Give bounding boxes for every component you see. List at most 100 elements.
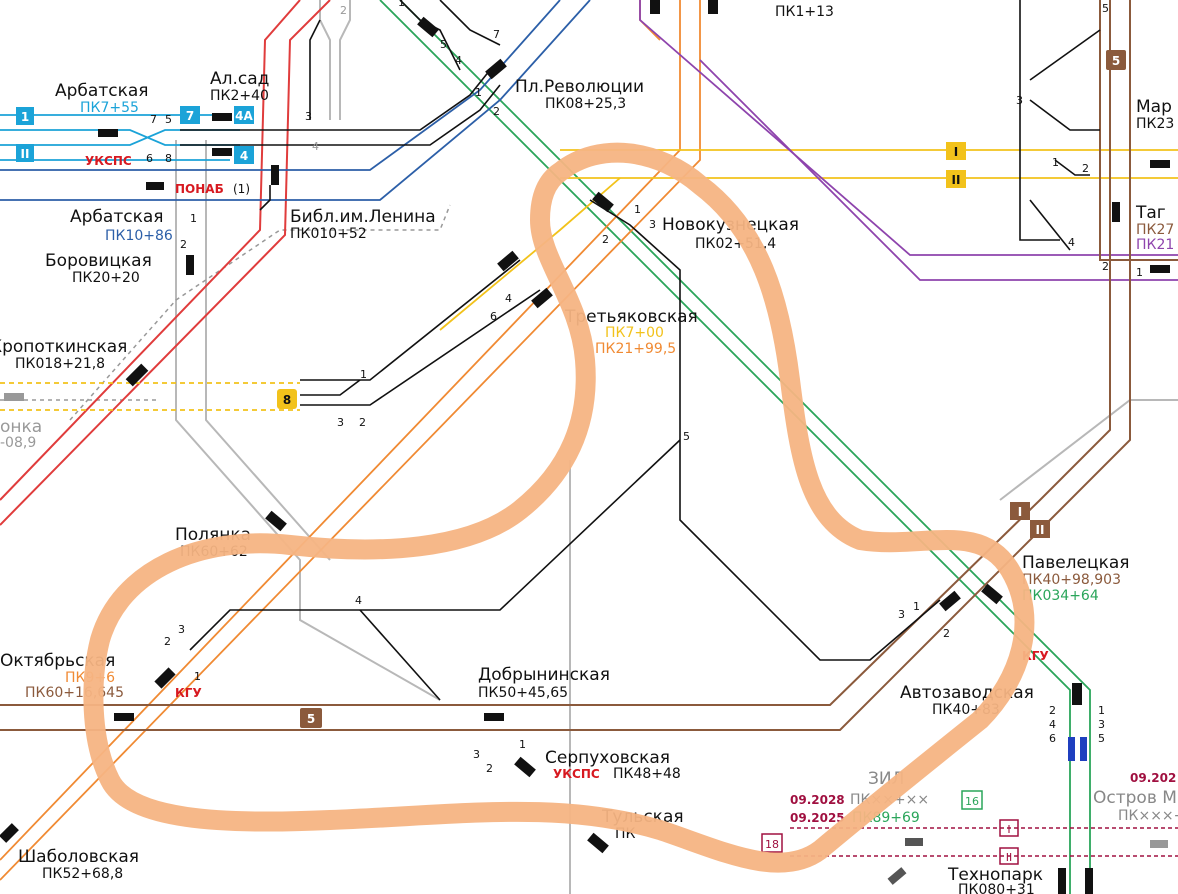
svg-text:1: 1 bbox=[1052, 156, 1059, 169]
platform-mar bbox=[1150, 160, 1170, 168]
svg-text:2: 2 bbox=[340, 4, 347, 17]
station-mar: Мар bbox=[1136, 97, 1172, 117]
date-right: 09.202 bbox=[1130, 771, 1176, 785]
svg-text:3: 3 bbox=[337, 416, 344, 429]
pk-left-partial: -08,9 bbox=[0, 435, 36, 451]
svg-text:3: 3 bbox=[305, 110, 312, 123]
station-kropotkinskaya: Кропоткинская bbox=[0, 337, 127, 357]
line-3-blue-tracks bbox=[0, 0, 591, 201]
pk-mar: ПК23 bbox=[1136, 116, 1174, 132]
platform-dobryninskaya bbox=[484, 713, 504, 721]
svg-text:4: 4 bbox=[355, 594, 362, 607]
badge-line-5-top: 5 bbox=[1106, 50, 1126, 70]
platform-oktyabrskaya-ring bbox=[114, 713, 134, 721]
station-tag: Таг bbox=[1135, 203, 1166, 223]
platform-avtozavodskaya bbox=[1072, 683, 1082, 705]
pk-borovitskaya: ПК20+20 bbox=[72, 270, 140, 286]
svg-text:II: II bbox=[21, 147, 30, 161]
svg-text:5: 5 bbox=[683, 430, 690, 443]
station-borovitskaya: Боровицкая bbox=[45, 251, 152, 271]
date-2028: 09.2028 bbox=[790, 793, 845, 807]
pk-al-sad: ПК2+40 bbox=[210, 88, 269, 104]
station-arbatskaya-top: Арбатская bbox=[55, 81, 148, 101]
station-serpukhovskaya: Серпуховская bbox=[545, 748, 670, 768]
platform-shabolovskaya bbox=[0, 823, 19, 843]
pk-arbatskaya-low: ПК10+86 bbox=[105, 228, 173, 244]
svg-text:8: 8 bbox=[165, 152, 172, 165]
platform-paveletskaya-1 bbox=[939, 590, 961, 612]
badge-line-4a: 4А bbox=[234, 106, 254, 124]
platform-bibl bbox=[271, 165, 279, 185]
pk-tag-1: ПК27 bbox=[1136, 222, 1174, 238]
badge-line-1-yellow: I bbox=[946, 142, 966, 160]
pk-tag-2: ПК21 bbox=[1136, 237, 1174, 253]
svg-text:5: 5 bbox=[165, 113, 172, 126]
pk-serpukhovskaya: ПК48+48 bbox=[613, 766, 681, 782]
svg-text:3: 3 bbox=[1016, 94, 1023, 107]
svg-text:3: 3 bbox=[1098, 718, 1105, 731]
svg-text:1: 1 bbox=[194, 670, 201, 683]
svg-text:I: I bbox=[1007, 823, 1010, 836]
station-dobryninskaya: Добрынинская bbox=[478, 665, 610, 685]
badge-line-16: 16 bbox=[961, 790, 983, 810]
svg-text:2: 2 bbox=[486, 762, 493, 775]
pk-paveletskaya-1: ПК40+98,903 bbox=[1022, 572, 1121, 588]
station-tretyakovskaya: Третьяковская bbox=[564, 307, 698, 327]
svg-text:1: 1 bbox=[360, 368, 367, 381]
platform-kropotkinskaya bbox=[125, 363, 149, 387]
station-al-sad: Ал.сад bbox=[210, 69, 269, 89]
svg-text:5: 5 bbox=[1098, 732, 1105, 745]
svg-text:8: 8 bbox=[283, 393, 291, 407]
platform-ostrov bbox=[1150, 840, 1168, 848]
platform-tretyakovskaya-2 bbox=[531, 287, 553, 309]
station-paveletskaya: Павелецкая bbox=[1022, 553, 1130, 573]
svg-text:7: 7 bbox=[186, 109, 194, 123]
pk-kropotkinskaya: ПК018+21,8 bbox=[15, 356, 105, 372]
platform-top-b bbox=[708, 0, 718, 14]
pk-tretyakovskaya-2: ПК21+99,5 bbox=[595, 341, 676, 357]
svg-text:II: II bbox=[1036, 523, 1045, 537]
line-2-green-tracks bbox=[379, 0, 1091, 894]
line-8-yellow-tracks bbox=[0, 382, 300, 411]
svg-text:6: 6 bbox=[1049, 732, 1056, 745]
label-kgu-oktyabrskaya: КГУ bbox=[175, 686, 202, 700]
svg-text:I: I bbox=[954, 145, 958, 159]
pk-tretyakovskaya-1: ПК7+00 bbox=[605, 325, 664, 341]
svg-text:5: 5 bbox=[440, 38, 447, 51]
platform-tekhnopark-2 bbox=[1085, 868, 1093, 894]
track-numbers: 7 5 6 8 3 1 2 5 4 7 1 1 2 1 3 2 4 6 1 3 … bbox=[146, 0, 1143, 775]
svg-text:1: 1 bbox=[190, 212, 197, 225]
svg-text:18: 18 bbox=[765, 838, 779, 851]
svg-text:4: 4 bbox=[1068, 236, 1075, 249]
line-7-purple-tracks bbox=[639, 0, 1178, 281]
platform-right-mid bbox=[1150, 265, 1170, 273]
platform-top-a bbox=[650, 0, 660, 14]
pk-bibl-lenina: ПК010+52 bbox=[290, 226, 367, 242]
badge-line-1-cyan: 1 bbox=[16, 107, 34, 125]
platform-polyanka bbox=[265, 510, 287, 532]
svg-text:6: 6 bbox=[490, 310, 497, 323]
station-ostrov: Остров М bbox=[1093, 788, 1177, 808]
line-badges: 1 II 7 4А 4 8 5 5 bbox=[16, 50, 1126, 865]
pk-paveletskaya-2: ПК034+64 bbox=[1022, 588, 1099, 604]
badge-line-8: 8 bbox=[277, 389, 297, 409]
svg-text:1: 1 bbox=[475, 86, 482, 99]
platform-tekhnopark bbox=[1058, 868, 1066, 894]
svg-text:5: 5 bbox=[307, 712, 315, 726]
pk-oktyabrskaya-2: ПК60+16,645 bbox=[25, 685, 124, 701]
platform-pl-revolyutsii bbox=[485, 58, 507, 80]
svg-text:1: 1 bbox=[21, 110, 29, 124]
svg-text:2: 2 bbox=[180, 238, 187, 251]
station-labels: Арбатская ПК7+55 Ал.сад ПК2+40 Пл.Револю… bbox=[0, 4, 1178, 894]
svg-text:I: I bbox=[1018, 505, 1022, 519]
platform-left-gray bbox=[4, 393, 24, 401]
svg-text:1: 1 bbox=[398, 0, 405, 9]
svg-text:2: 2 bbox=[602, 233, 609, 246]
pk-tekhnopark: ПК080+31 bbox=[958, 882, 1035, 894]
platform-tulskaya bbox=[587, 832, 609, 854]
station-left-partial: онка bbox=[0, 417, 42, 437]
svg-text:7: 7 bbox=[150, 113, 157, 126]
badge-line-4: 4 bbox=[234, 146, 254, 164]
hand-drawn-highlight-loop bbox=[83, 142, 1035, 873]
platform-arbatskaya bbox=[98, 129, 118, 137]
